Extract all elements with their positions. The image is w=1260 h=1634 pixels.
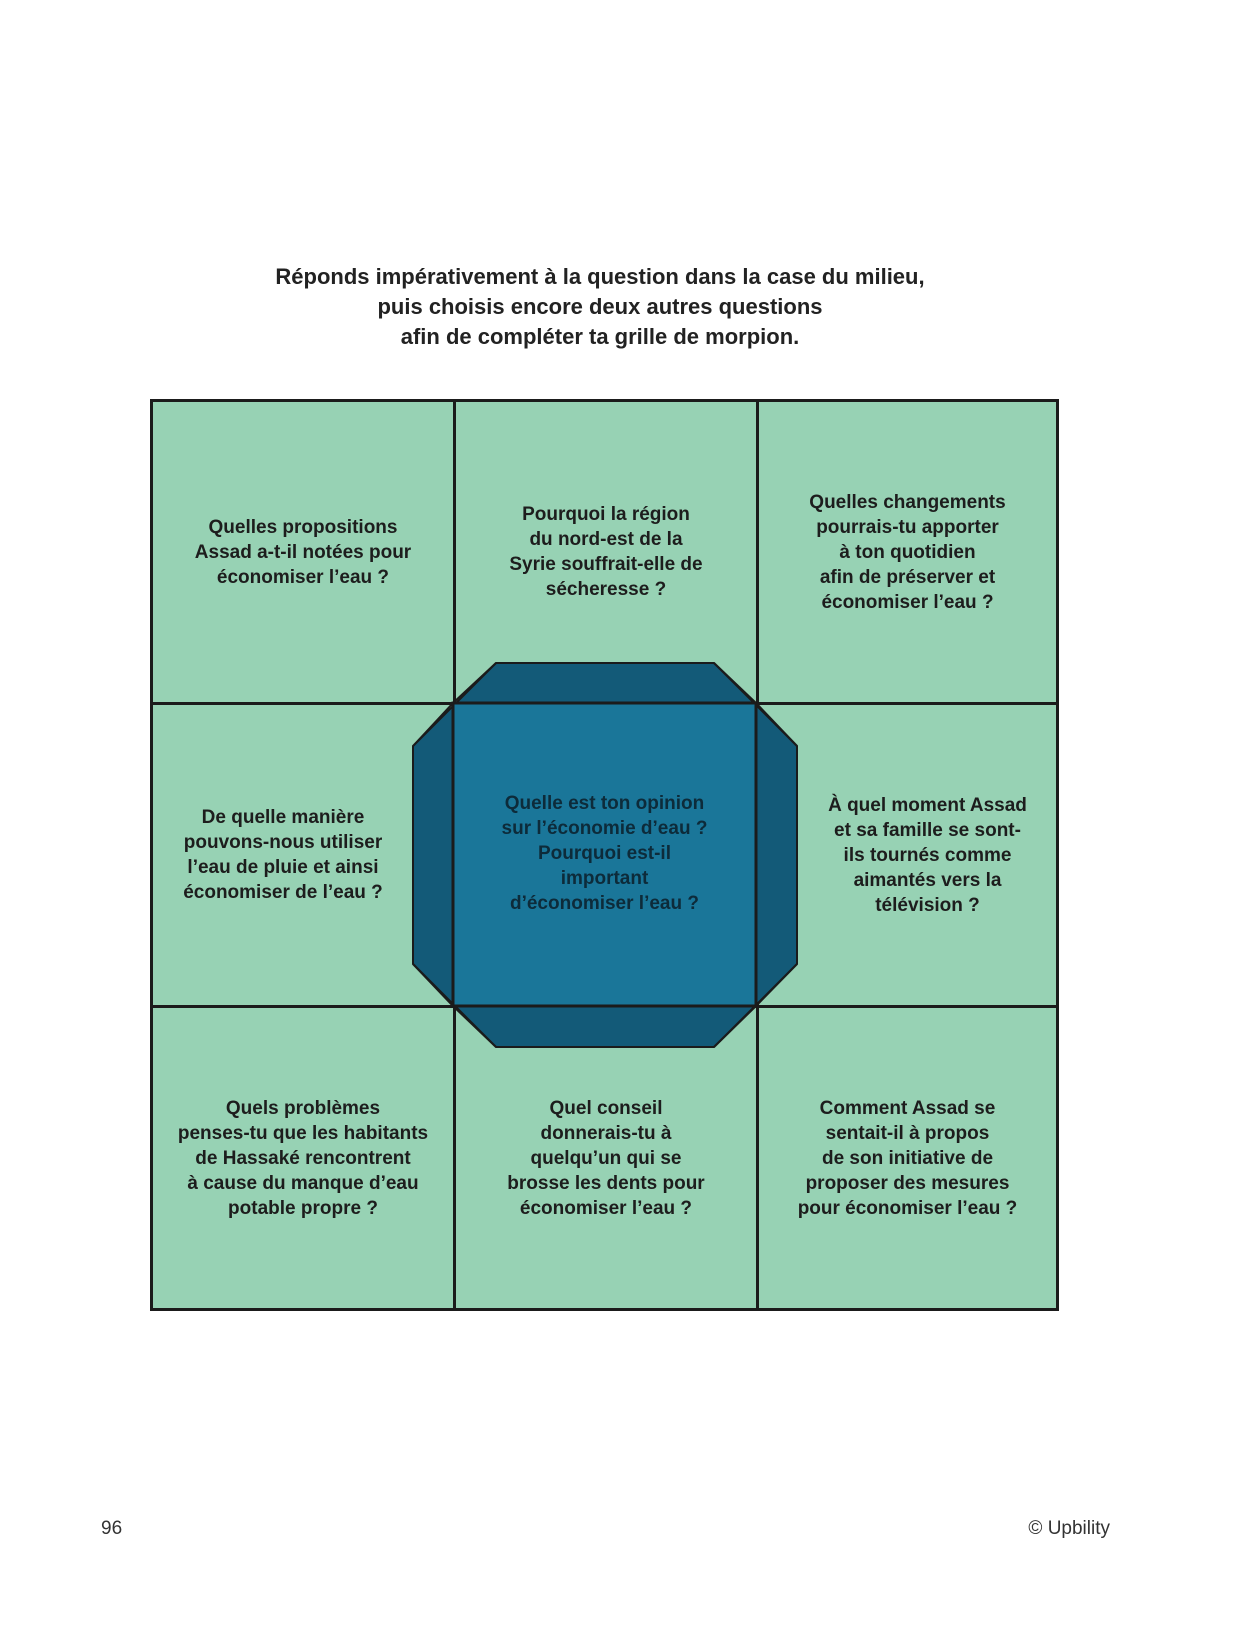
question-text: Quel conseil donnerais-tu à quelqu’un qu… <box>507 1096 704 1221</box>
grid-cell-top-center: Pourquoi la région du nord-est de la Syr… <box>453 399 759 705</box>
question-line: économiser de l’eau ? <box>183 882 383 903</box>
question-line: pourrais-tu apporter <box>816 516 999 538</box>
tic-tac-toe-grid: Quelles propositions Assad a-t-il notées… <box>150 399 1059 1311</box>
question-line: télévision ? <box>875 894 980 916</box>
question-line: pouvons-nous utiliser <box>183 832 383 853</box>
question-line: afin de préserver et <box>819 566 996 588</box>
question-line: brosse les dents pour <box>507 1172 705 1194</box>
question-line: donnerais-tu à <box>540 1122 672 1144</box>
question-line: ils tournés comme <box>843 844 1012 866</box>
question-line: Quels problèmes <box>225 1097 381 1119</box>
question-line: de Hassaké rencontrent <box>195 1147 411 1169</box>
question-line: potable propre ? <box>228 1197 378 1219</box>
question-line: sentait-il à propos <box>825 1122 990 1144</box>
question-line: de son initiative de <box>821 1147 994 1169</box>
question-line: sécheresse ? <box>545 579 667 600</box>
question-text: Quels problèmes penses-tu que les habita… <box>178 1096 428 1221</box>
question-text: Comment Assad se sentait-il à propos de … <box>798 1096 1018 1221</box>
grid-cell-bottom-center: Quel conseil donnerais-tu à quelqu’un qu… <box>453 1005 759 1311</box>
question-line: pour économiser l’eau ? <box>797 1197 1018 1219</box>
grid-cell-bottom-right: Comment Assad se sentait-il à propos de … <box>756 1005 1059 1311</box>
question-line: penses-tu que les habitants <box>177 1122 429 1144</box>
center-question: Quelle est ton opinion sur l’économie d’… <box>453 702 756 1005</box>
question-line: à ton quotidien <box>839 541 976 563</box>
page-number: 96 <box>101 1518 123 1539</box>
question-line: Pourquoi la région <box>522 504 690 525</box>
grid-cell-top-right: Quelles changements pourrais-tu apporter… <box>756 399 1059 705</box>
question-line: Quelle est ton opinion <box>504 793 705 814</box>
question-line: Assad a-t-il notées pour <box>194 541 412 563</box>
question-line: À quel moment Assad <box>828 794 1027 816</box>
question-line: Quel conseil <box>549 1097 663 1119</box>
question-line: économiser l’eau ? <box>821 591 994 613</box>
question-line: Pourquoi est-il <box>537 843 671 864</box>
question-text: Quelles changements pourrais-tu apporter… <box>809 490 1005 615</box>
instruction-line: puis choisis encore deux autres question… <box>377 294 823 319</box>
question-line: du nord-est de la <box>529 529 683 550</box>
instruction-line: Réponds impérativement à la question dan… <box>275 264 925 289</box>
question-line: important <box>560 868 649 889</box>
instructions-heading: Réponds impérativement à la question dan… <box>150 262 1050 352</box>
grid-cell-bottom-left: Quels problèmes penses-tu que les habita… <box>150 1005 456 1311</box>
question-line: économiser l’eau ? <box>519 1197 693 1219</box>
question-line: Quelles changements <box>809 491 1006 513</box>
question-text: Quelle est ton opinion sur l’économie d’… <box>502 791 708 916</box>
question-line: d’économiser l’eau ? <box>509 893 699 914</box>
grid-cell-top-left: Quelles propositions Assad a-t-il notées… <box>150 399 456 705</box>
grid-cell-middle-left: De quelle manière pouvons-nous utiliser … <box>150 702 456 1008</box>
question-line: Comment Assad se <box>819 1097 996 1119</box>
question-line: à cause du manque d’eau <box>187 1172 419 1194</box>
question-text: De quelle manière pouvons-nous utiliser … <box>183 805 383 905</box>
instruction-line: afin de compléter ta grille de morpion. <box>400 324 800 349</box>
question-line: sur l’économie d’eau ? <box>501 818 708 839</box>
question-text: Pourquoi la région du nord-est de la Syr… <box>509 502 702 602</box>
question-line: proposer des mesures <box>805 1172 1010 1194</box>
question-line: aimantés vers la <box>853 869 1002 891</box>
grid-cell-middle-right: À quel moment Assad et sa famille se son… <box>756 702 1059 1008</box>
question-line: Syrie souffrait-elle de <box>509 554 703 575</box>
question-text: Quelles propositions Assad a-t-il notées… <box>195 515 411 590</box>
question-text: À quel moment Assad et sa famille se son… <box>828 793 1027 918</box>
copyright-notice: © Upbility <box>1028 1518 1110 1539</box>
question-line: Quelles propositions <box>208 516 398 538</box>
question-line: économiser l’eau ? <box>216 566 390 588</box>
question-line: De quelle manière <box>201 807 365 828</box>
question-line: quelqu’un qui se <box>530 1147 682 1169</box>
question-line: l’eau de pluie et ainsi <box>187 857 379 878</box>
question-line: et sa famille se sont- <box>834 819 1021 841</box>
